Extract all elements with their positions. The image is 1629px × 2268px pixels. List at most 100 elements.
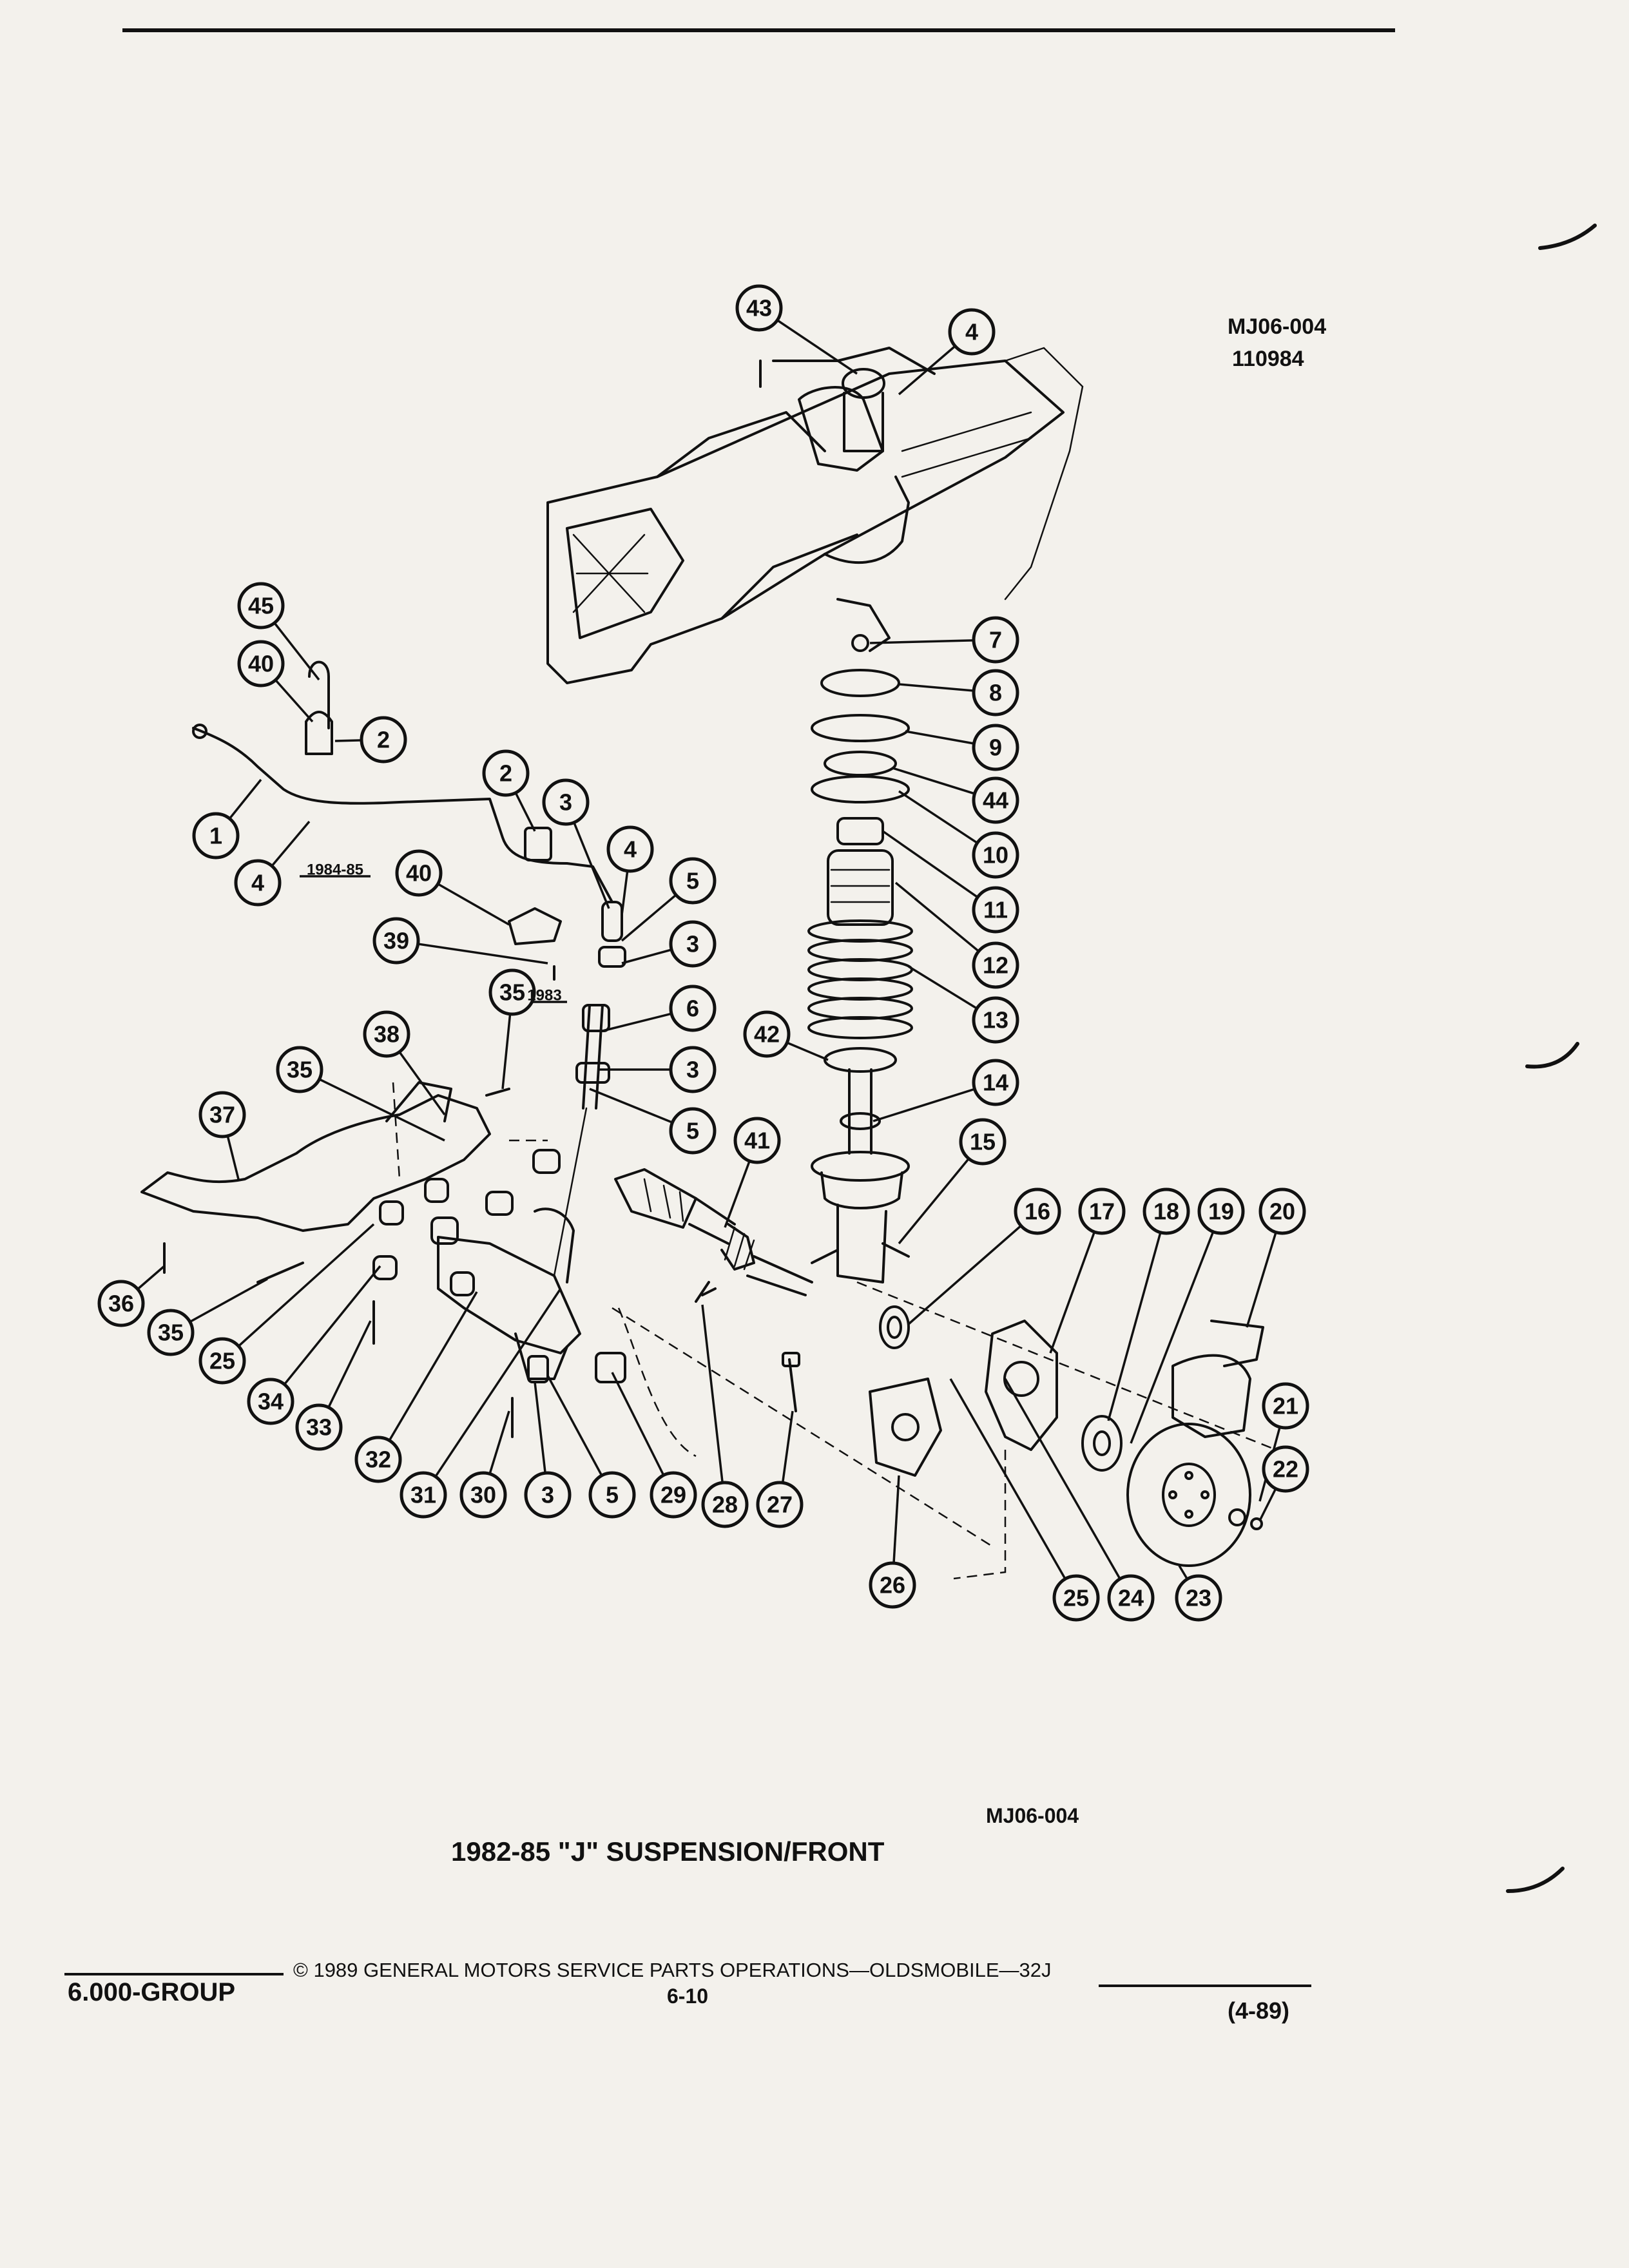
callout-label-19: 19 <box>1208 1198 1234 1225</box>
callout-circle <box>1142 1187 1190 1235</box>
bolts <box>163 965 555 1438</box>
callout-label-4: 4 <box>251 870 264 896</box>
callout-circle <box>400 1471 447 1519</box>
callout-leader <box>1004 1378 1132 1599</box>
callout-circle <box>869 1561 916 1609</box>
footer-page: 6-10 <box>667 1984 709 2008</box>
callout-label-38: 38 <box>374 1021 400 1048</box>
callout-circle <box>972 1059 1019 1106</box>
callout-circle <box>247 1378 294 1425</box>
callout-leader <box>701 1304 726 1505</box>
callout-label-28: 28 <box>712 1492 738 1518</box>
callout-label-21: 21 <box>1273 1393 1298 1419</box>
assembly-lines <box>392 1082 1277 1580</box>
callout-label-35: 35 <box>158 1320 184 1346</box>
callout-label-40: 40 <box>248 651 274 677</box>
callout-circle <box>1078 1187 1126 1235</box>
figure-code-top: MJ06-004 <box>1228 314 1327 339</box>
callout-label-24: 24 <box>1118 1585 1144 1611</box>
callout-label-10: 10 <box>983 842 1008 869</box>
callout-circle <box>354 1436 402 1483</box>
callout-circle <box>192 812 240 860</box>
callout-circle <box>198 1337 246 1385</box>
callout-leader <box>377 1291 478 1460</box>
callout-leader <box>1107 1211 1168 1421</box>
callout-circle <box>972 831 1019 879</box>
callout-label-35: 35 <box>287 1057 313 1083</box>
callout-label-41: 41 <box>744 1128 770 1154</box>
callout-circle <box>234 859 282 907</box>
callout-circle <box>542 778 590 826</box>
callout-label-25: 25 <box>209 1348 235 1374</box>
callout-circle <box>972 996 1019 1044</box>
callout-circle <box>488 968 536 1016</box>
callout-label-1: 1 <box>209 823 222 849</box>
callout-circle <box>733 1117 781 1164</box>
callout-circle <box>524 1471 572 1519</box>
callout-leader <box>422 1288 562 1495</box>
callout-circle <box>972 941 1019 989</box>
callout-label-4: 4 <box>965 319 978 345</box>
callout-label-23: 23 <box>1186 1585 1211 1611</box>
callout-label-12: 12 <box>983 952 1008 979</box>
callout-circle <box>735 284 783 332</box>
callout-label-17: 17 <box>1089 1198 1115 1225</box>
callout-circle <box>360 716 407 764</box>
body-frame <box>546 347 1084 684</box>
callout-label-30: 30 <box>470 1482 496 1508</box>
callout-circle <box>237 640 285 687</box>
lower-control-arm <box>140 1081 626 1383</box>
callout-label-29: 29 <box>660 1482 686 1508</box>
callout-label-18: 18 <box>1153 1198 1179 1225</box>
year-label-1984-85: 1984-85 <box>307 861 363 879</box>
callout-label-45: 45 <box>248 593 274 619</box>
footer-rule-left <box>64 1973 284 1975</box>
hub-and-brake <box>695 1281 1264 1567</box>
callout-leader <box>269 1265 381 1403</box>
callout-circle <box>395 849 443 897</box>
callout-circle <box>482 749 530 797</box>
callout-leader <box>1130 1211 1222 1444</box>
callout-circle <box>669 857 717 905</box>
callout-circle <box>147 1309 195 1356</box>
callout-label-27: 27 <box>767 1492 793 1518</box>
callout-circle <box>669 920 717 968</box>
callout-circle <box>372 917 420 965</box>
callout-circle <box>237 582 285 629</box>
callout-leader <box>396 939 548 965</box>
footer-rule-right <box>1099 1984 1311 1987</box>
callout-circle <box>97 1280 145 1327</box>
top-rule <box>122 28 1395 32</box>
callout-circle <box>295 1403 343 1451</box>
footer-copyright: © 1989 GENERAL MOTORS SERVICE PARTS OPER… <box>293 1959 1052 1981</box>
callout-circle <box>1197 1187 1245 1235</box>
callout-circle <box>1262 1382 1309 1430</box>
bushings <box>372 1149 561 1296</box>
callout-circle <box>972 776 1019 824</box>
callout-label-16: 16 <box>1025 1198 1050 1225</box>
callout-label-5: 5 <box>686 1118 699 1144</box>
callout-circle <box>198 1091 246 1139</box>
callout-leader <box>299 1068 445 1142</box>
callout-label-44: 44 <box>983 787 1008 814</box>
stabilizer-links <box>553 901 626 1277</box>
callout-label-3: 3 <box>686 1057 699 1083</box>
callout-circle <box>1175 1574 1222 1622</box>
callout-label-35: 35 <box>499 979 525 1006</box>
callout-label-33: 33 <box>306 1414 332 1441</box>
callout-circle <box>1014 1187 1061 1235</box>
callout-circle <box>669 1107 717 1155</box>
callout-label-3: 3 <box>559 789 572 816</box>
callout-label-5: 5 <box>686 868 699 894</box>
page-edge-tick <box>1525 1042 1579 1069</box>
callout-label-25: 25 <box>1063 1585 1089 1611</box>
callout-label-2: 2 <box>499 760 512 787</box>
callout-label-26: 26 <box>880 1572 905 1599</box>
callout-circle <box>1052 1574 1100 1622</box>
callout-label-8: 8 <box>989 680 1002 706</box>
callout-label-32: 32 <box>365 1446 391 1473</box>
callout-circle <box>756 1481 804 1528</box>
callout-circle <box>972 616 1019 664</box>
callout-circle <box>606 825 654 873</box>
callout-circle <box>363 1010 410 1058</box>
